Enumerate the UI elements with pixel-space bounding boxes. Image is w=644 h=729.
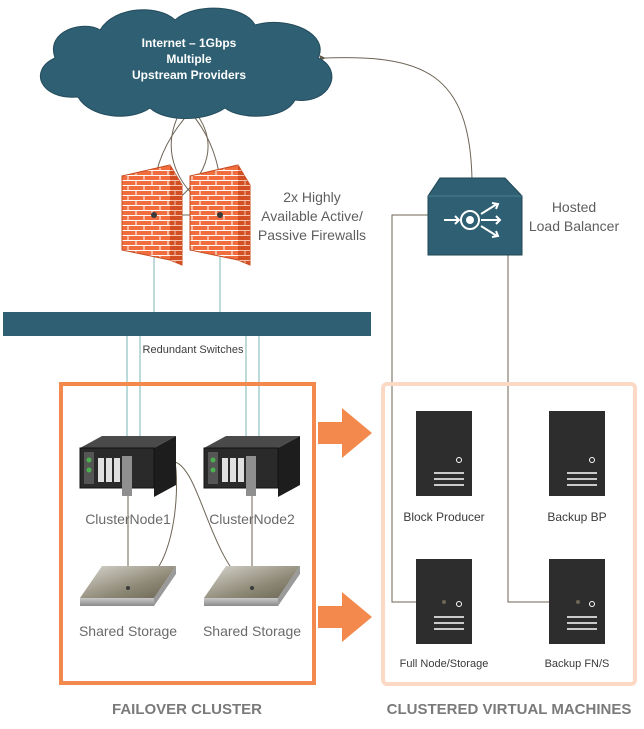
vm-backup-bp-label: Backup BP	[547, 510, 606, 524]
right-arrow-icon	[318, 408, 372, 458]
cluster-node1-label: ClusterNode1	[85, 511, 171, 527]
vm-full-node-storage-label: Full Node/Storage	[400, 658, 489, 670]
server-tower-icon	[549, 411, 605, 496]
failover-cluster-box	[59, 382, 316, 685]
load-balancer-label-line2: Load Balancer	[529, 218, 620, 234]
internet-label-line1: Internet – 1Gbps	[142, 36, 237, 50]
internet-label-line3: Upstream Providers	[132, 68, 246, 82]
server-tower-icon	[416, 559, 472, 644]
firewall-icon	[189, 164, 251, 266]
shared-storage2-label: Shared Storage	[203, 623, 301, 639]
internet-cloud: Internet – 1Gbps Multiple Upstream Provi…	[39, 7, 333, 119]
storage-icon	[204, 566, 300, 606]
internet-label-line2: Multiple	[166, 52, 212, 66]
firewalls-label-line3: Passive Firewalls	[258, 227, 366, 243]
switches-label: Redundant Switches	[143, 344, 244, 356]
server-tower-icon	[416, 411, 472, 496]
link-cloud-loadbalancer	[319, 55, 473, 181]
load-balancer-label-line1: Hosted	[552, 199, 596, 215]
vm-backup-fns-label: Backup FN/S	[545, 658, 610, 670]
firewall-icon	[121, 164, 183, 266]
firewalls-label-line2: Available Active/	[261, 208, 363, 224]
cluster-node2-label: ClusterNode2	[209, 511, 295, 527]
server-icon	[79, 436, 176, 497]
firewalls-label-line1: 2x Highly	[283, 189, 341, 205]
right-arrow-icon	[318, 592, 372, 642]
failover-cluster-title: FAILOVER CLUSTER	[112, 701, 262, 718]
shared-storage1-label: Shared Storage	[79, 623, 177, 639]
server-icon	[203, 436, 300, 497]
virtual-machines-box	[381, 382, 637, 686]
storage-icon	[80, 566, 176, 606]
virtual-machines-title: CLUSTERED VIRTUAL MACHINES	[387, 701, 632, 718]
link-lb-fullnode	[391, 214, 444, 603]
server-tower-icon	[549, 559, 605, 644]
switch-links	[126, 240, 260, 440]
redundant-switch-bar	[3, 312, 371, 336]
vm-block-producer-label: Block Producer	[403, 510, 484, 524]
load-balancer-icon	[427, 177, 523, 256]
